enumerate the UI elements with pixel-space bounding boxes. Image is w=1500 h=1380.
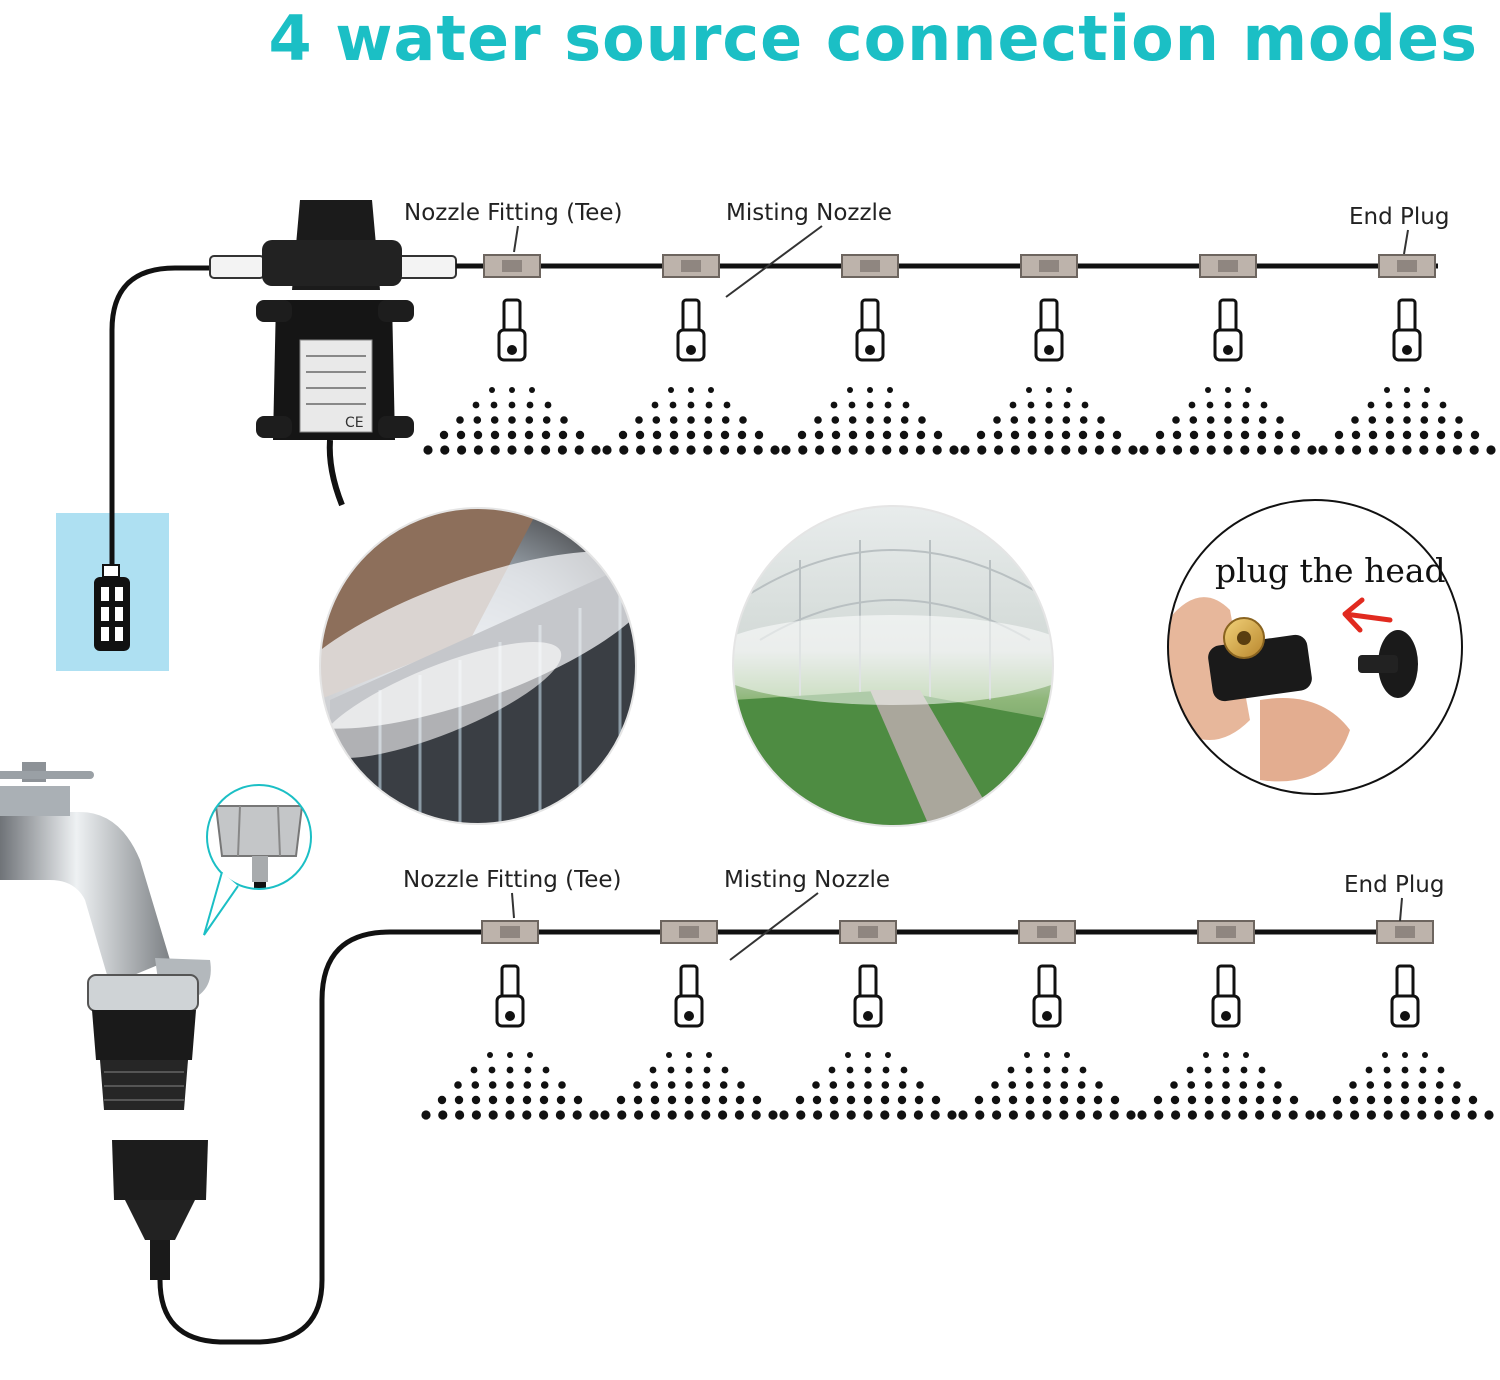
top-nozzles [497, 298, 1422, 362]
bottom-tee-label: Nozzle Fitting (Tee) [403, 867, 622, 893]
misting-nozzle-icon [1213, 298, 1243, 362]
spray-pattern-icon [423, 387, 601, 455]
misting-nozzle-icon [497, 298, 527, 362]
top-system: CE Nozzle Fitting (Tee) Misting Nozzle E… [56, 200, 1496, 671]
bottom-end-label: End Plug [1344, 872, 1444, 898]
misting-nozzle-icon [1034, 298, 1064, 362]
fitting-callout-icon [203, 784, 312, 936]
tee-fitting-icon [1199, 254, 1257, 278]
pump-ce-mark: CE [345, 415, 364, 431]
photo-greenhouse-misting [733, 506, 1053, 826]
tee-fitting-icon [1020, 254, 1078, 278]
tee-fitting-icon [660, 920, 718, 944]
top-sprays [423, 387, 1496, 455]
spray-pattern-icon [1318, 387, 1496, 455]
bottom-sprays [421, 1052, 1494, 1120]
spray-pattern-icon [1139, 387, 1317, 455]
bottom-nozzles [495, 964, 1420, 1028]
misting-nozzle-icon [1032, 964, 1062, 1028]
filter-icon [94, 564, 130, 651]
spray-pattern-icon [602, 387, 780, 455]
page-title: 4 water source connection modes [268, 2, 1478, 75]
bottom-system: Nozzle Fitting (Tee) Misting Nozzle End … [157, 867, 1494, 1345]
top-supply-tube [109, 265, 215, 570]
pump-icon: CE [209, 200, 457, 507]
misting-nozzle-icon [1392, 298, 1422, 362]
misting-nozzle-icon [1211, 964, 1241, 1028]
tee-fitting-icon [1376, 920, 1434, 944]
title-banner: 4 water source connection modes [0, 0, 1500, 80]
bottom-fittings [481, 920, 1434, 944]
tee-fitting-icon [839, 920, 897, 944]
spray-pattern-icon [421, 1052, 599, 1120]
tee-fitting-icon [481, 920, 539, 944]
misting-nozzle-icon [495, 964, 525, 1028]
photo-building-misting [320, 508, 636, 824]
spray-pattern-icon [1137, 1052, 1315, 1120]
top-nozzle-label: Misting Nozzle [726, 200, 892, 226]
end-plug-icon [1358, 630, 1418, 698]
misting-nozzle-icon [676, 298, 706, 362]
spray-pattern-icon [1316, 1052, 1494, 1120]
top-end-label: End Plug [1349, 204, 1449, 230]
misting-nozzle-icon [674, 964, 704, 1028]
tee-fitting-icon [841, 254, 899, 278]
tee-fitting-icon [1018, 920, 1076, 944]
photo-plug-the-head: plug the head [1167, 499, 1463, 795]
plug-callout-text: plug the head [1215, 551, 1446, 590]
faucet-icon [0, 762, 211, 1000]
bottom-nozzle-label: Misting Nozzle [724, 867, 890, 893]
bottom-supply-tube [157, 929, 484, 1345]
tee-fitting-icon [662, 254, 720, 278]
spray-pattern-icon [781, 387, 959, 455]
top-tee-label: Nozzle Fitting (Tee) [404, 200, 623, 226]
arrow-left-icon [1342, 597, 1393, 633]
spray-pattern-icon [600, 1052, 778, 1120]
spray-pattern-icon [958, 1052, 1136, 1120]
misting-nozzle-icon [855, 298, 885, 362]
misting-nozzle-icon [853, 964, 883, 1028]
misting-nozzle-icon [1390, 964, 1420, 1028]
top-fittings [483, 254, 1436, 278]
spray-pattern-icon [960, 387, 1138, 455]
tee-fitting-icon [1197, 920, 1255, 944]
tee-fitting-icon [1378, 254, 1436, 278]
tee-fitting-icon [483, 254, 541, 278]
hose-adapter-icon [87, 974, 208, 1280]
spray-pattern-icon [779, 1052, 957, 1120]
